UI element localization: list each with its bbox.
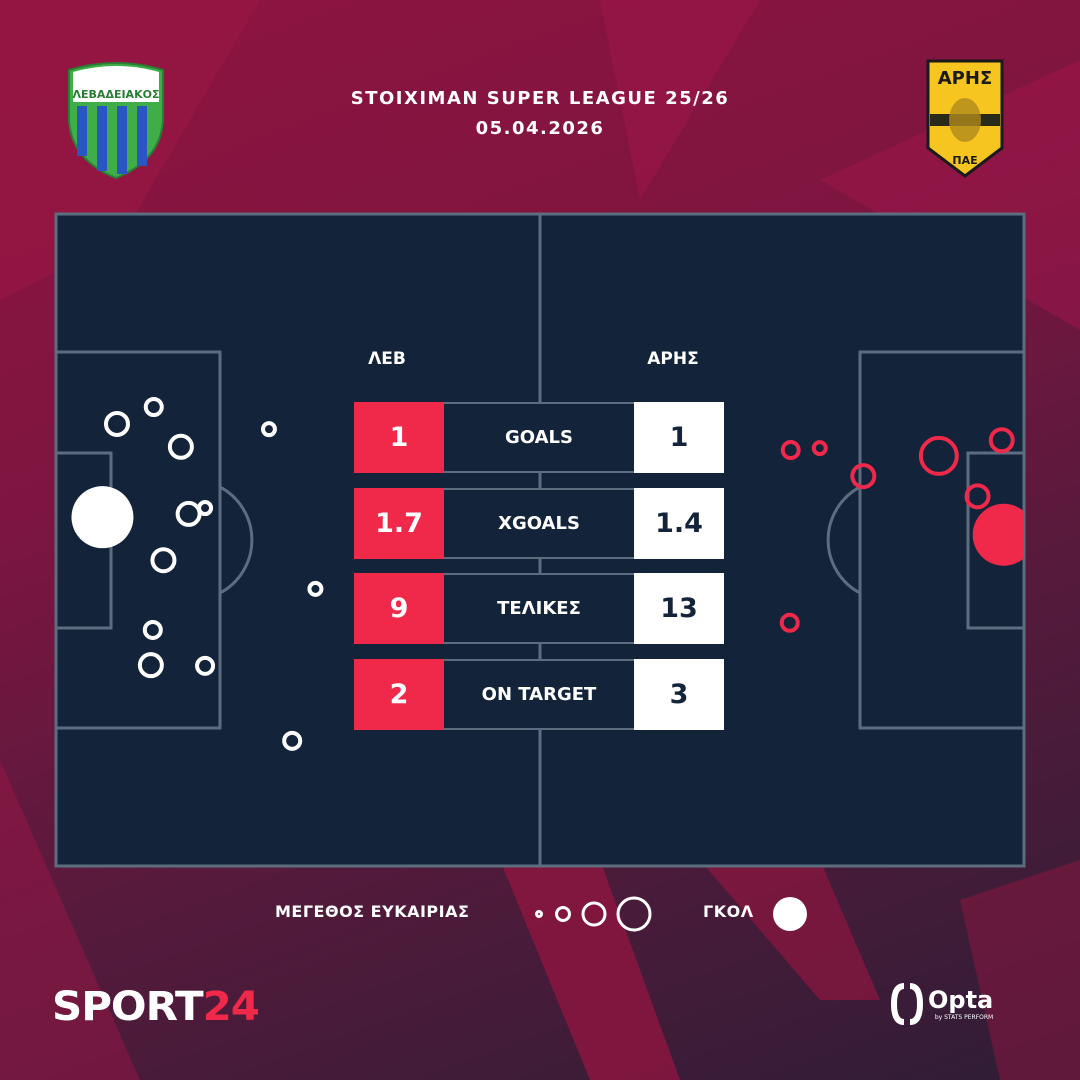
left-penalty-arc — [219, 485, 254, 595]
legend-goal-label: ΓΚΟΛ — [703, 902, 754, 921]
away-value: 13 — [634, 573, 724, 644]
legend-circle-s — [555, 906, 571, 922]
home-shot-marker — [150, 547, 177, 574]
stat-label: XGOALS — [444, 488, 634, 559]
home-value: 9 — [354, 573, 444, 644]
away-team-name: ΑΡΗΣ — [647, 349, 699, 369]
legend-goal-circle — [773, 897, 807, 931]
match-date: 05.04.2026 — [475, 118, 605, 139]
home-value: 1.7 — [354, 488, 444, 559]
away-shot-marker — [811, 440, 828, 457]
home-shot-marker — [260, 421, 277, 438]
home-shot-marker — [167, 433, 194, 460]
home-shot-marker — [307, 580, 324, 597]
legend-circle-xs — [535, 910, 543, 918]
away-shot-marker — [988, 427, 1015, 454]
home-shot-marker — [197, 500, 214, 517]
home-value: 1 — [354, 402, 444, 473]
away-shot-marker — [850, 463, 877, 490]
stat-label: GOALS — [444, 402, 634, 473]
away-value: 3 — [634, 659, 724, 730]
svg-text:ΠΑΕ: ΠΑΕ — [952, 154, 977, 167]
league-title: STOIXIMAN SUPER LEAGUE 25/26 — [350, 88, 730, 109]
home-team-name: ΛΕΒ — [368, 349, 406, 369]
home-shot-marker — [137, 652, 164, 679]
away-value: 1.4 — [634, 488, 724, 559]
home-value: 2 — [354, 659, 444, 730]
away-shot-marker — [780, 440, 801, 461]
legend-circle-m — [581, 901, 607, 927]
levadiakos-crest: ΛΕΒΑΔΕΙΑΚΟΣ — [68, 62, 164, 180]
away-shot-marker — [918, 435, 959, 476]
home-shot-marker — [282, 730, 303, 751]
away-shot-marker — [964, 483, 991, 510]
opta-mark-icon — [890, 983, 924, 1025]
home-shot-marker — [143, 396, 164, 417]
stat-label: ON TARGET — [444, 659, 634, 730]
home-shot-marker — [195, 655, 216, 676]
aris-crest: ΑΡΗΣ ΠΑΕ — [926, 59, 1004, 178]
home-shot-marker — [142, 619, 163, 640]
legend-circle-l — [616, 896, 652, 932]
right-penalty-arc — [826, 485, 861, 595]
away-shot-marker — [779, 612, 800, 633]
svg-text:ΛΕΒΑΔΕΙΑΚΟΣ: ΛΕΒΑΔΕΙΑΚΟΣ — [73, 88, 160, 101]
svg-text:ΑΡΗΣ: ΑΡΗΣ — [938, 68, 992, 89]
home-goal-marker — [71, 486, 134, 549]
stat-label: ΤΕΛΙΚΕΣ — [444, 573, 634, 644]
home-shot-marker — [175, 500, 202, 527]
legend-chance-size-label: ΜΕΓΕΘΟΣ ΕΥΚΑΙΡΙΑΣ — [275, 902, 470, 921]
sport24-logo: SPORT24 — [52, 984, 260, 1030]
away-value: 1 — [634, 402, 724, 473]
legend-size-circles — [535, 896, 652, 932]
away-goal-marker — [972, 503, 1024, 566]
home-shot-marker — [103, 410, 130, 437]
